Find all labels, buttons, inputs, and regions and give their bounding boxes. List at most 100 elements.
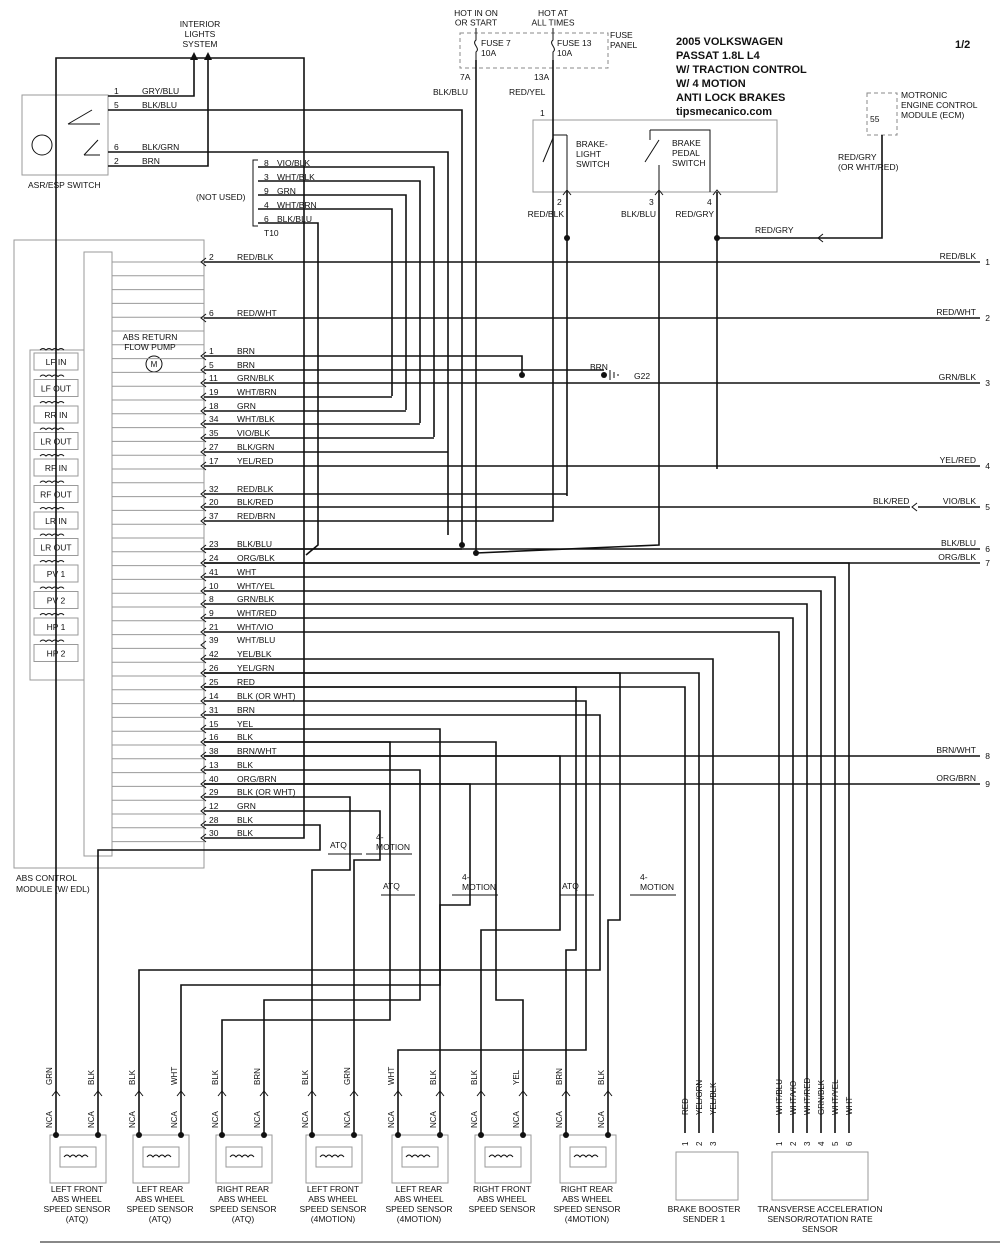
sensor-wire-color: WHT [170, 1067, 179, 1085]
valve-coil-icon [39, 586, 65, 590]
sensor-wire-color: BLK [211, 1069, 220, 1085]
booster-wire-color: RED [681, 1098, 690, 1115]
sensor-connector [93, 1090, 103, 1097]
valve-coil-icon [39, 401, 65, 404]
abs-pin-connector [200, 613, 207, 623]
interior-lights-label: SYSTEM [183, 39, 218, 49]
asr-wire-color: BLK/BLU [142, 100, 177, 110]
abs-pin-connector [200, 502, 207, 512]
wheel-speed-sensor-coil [569, 1146, 607, 1168]
abs-pin-connector [200, 765, 207, 775]
sensor-connector [349, 1090, 359, 1097]
header-title: W/ 4 MOTION [676, 78, 746, 90]
transverse-pin: 2 [789, 1141, 798, 1146]
abs-pin: 40 [209, 774, 219, 784]
wire-speed-sensor [97, 824, 321, 1133]
abs-module-label: MODULE (W/ EDL) [16, 884, 90, 894]
fuse-7-wire-label: BLK/BLU [433, 87, 468, 97]
abs-wire-color: WHT/BLU [237, 635, 275, 645]
abs-wire-color: BRN/WHT [237, 746, 277, 756]
right-ref-wire-color: ORG/BLK [938, 552, 976, 562]
sensor-coil-icon [488, 1154, 514, 1158]
sensor-terminal [563, 1132, 569, 1138]
transverse-wire-color: WHT/VIO [789, 1081, 798, 1115]
abs-wire-color: BLK [237, 828, 253, 838]
valve-label: LF IN [46, 357, 67, 367]
wire-transverse [204, 590, 822, 1133]
abs-pin: 29 [209, 787, 219, 797]
abs-pin: 14 [209, 691, 219, 701]
header-title: W/ TRACTION CONTROL [676, 64, 807, 76]
sensor-wire-color: BLK [301, 1069, 310, 1085]
abs-wire-color: ORG/BRN [237, 774, 277, 784]
abs-pin-connector [200, 654, 207, 664]
abs-wire-color: GRN/BLK [237, 594, 275, 604]
abs-module-label: ABS CONTROL [16, 873, 77, 883]
right-ref-wire-color: RED/WHT [936, 307, 976, 317]
abs-pin-connector [200, 696, 207, 706]
abs-wire-color: BRN [237, 705, 255, 715]
asr-wire-color: BLK/GRN [142, 142, 179, 152]
transverse-sensor-label: SENSOR [802, 1224, 838, 1234]
brake-light-switch-label: LIGHT [576, 149, 601, 159]
booster-pin: 1 [681, 1141, 690, 1146]
wheel-speed-sensor-label: SPEED SENSOR [553, 1204, 620, 1214]
abs-wire-color: BLK [237, 760, 253, 770]
transverse-wire-color: WHT/YEL [831, 1079, 840, 1115]
wheel-speed-sensor-label: RIGHT FRONT [473, 1184, 531, 1194]
abs-wire-color: BRN [237, 346, 255, 356]
abs-pin-connector [200, 544, 207, 554]
wheel-speed-sensor-box [391, 1134, 449, 1184]
ecm-label: MOTRONIC [901, 90, 947, 100]
wheel-speed-sensor-label: ABS WHEEL [52, 1194, 102, 1204]
wheel-speed-sensor-label: ABS WHEEL [394, 1194, 444, 1204]
splice-blk-blu [473, 550, 479, 556]
abs-pin: 31 [209, 705, 219, 715]
wheel-speed-sensor-label: LEFT REAR [396, 1184, 443, 1194]
fuse-13-label: FUSE 13 [557, 38, 592, 48]
valve-label: LF OUT [41, 384, 71, 394]
abs-module-outline [13, 239, 205, 869]
wheel-speed-sensor-label: SPEED SENSOR [43, 1204, 110, 1214]
fuse-panel-label: FUSE [610, 30, 633, 40]
wheel-speed-sensor-box [305, 1134, 363, 1184]
valve-coil-icon [39, 560, 65, 563]
sensor-terminal [261, 1132, 267, 1138]
sensor-connector-label: NCA [343, 1110, 352, 1128]
abs-pin-connector [200, 599, 207, 609]
transverse-wire-color: WHT [845, 1097, 854, 1115]
abs-pin-connector [200, 779, 207, 789]
wheel-speed-sensor-box [559, 1134, 617, 1184]
valve-coil-icon [39, 533, 65, 537]
hot-in-run-label: OR START [455, 18, 497, 28]
abs-pin: 41 [209, 567, 219, 577]
valve-coil-icon [39, 507, 65, 510]
wheel-speed-sensor-label: LEFT REAR [137, 1184, 184, 1194]
abs-pin: 12 [209, 801, 219, 811]
t10-bracket [252, 159, 258, 227]
brake-light-switch-label: SWITCH [576, 159, 610, 169]
abs-wire-color: GRN [237, 801, 256, 811]
brake-light-switch-label: BRAKE- [576, 139, 608, 149]
wheel-speed-sensor-label: (ATQ) [232, 1214, 255, 1224]
wheel-speed-sensor-label: (4MOTION) [565, 1214, 610, 1224]
asr-switch-label: ASR/ESP SWITCH [28, 180, 101, 190]
wire-vio-blk [258, 166, 435, 437]
abs-pin: 19 [209, 387, 219, 397]
abs-pin: 38 [209, 746, 219, 756]
transverse-wire-color: WHT/RED [803, 1077, 812, 1115]
sensor-wire-color: BLK [429, 1069, 438, 1085]
wheel-speed-sensor-label: ABS WHEEL [308, 1194, 358, 1204]
brake-pedal-switch-label: BRAKE [672, 138, 701, 148]
sensor-wire-color: BLK [470, 1069, 479, 1085]
switch-lamp-icon [31, 134, 53, 156]
abs-pin-connector [200, 737, 207, 747]
right-ref-wire-color: ORG/BRN [936, 773, 976, 783]
not-used-label: (NOT USED) [196, 192, 246, 202]
wire-transverse [204, 631, 780, 1133]
abs-pin: 5 [209, 360, 214, 370]
fuse-13-terminal: 13A [534, 72, 549, 82]
right-ref-wire-color: BLK/BLU [941, 538, 976, 548]
abs-wire-color: BLK/RED [237, 497, 273, 507]
right-ref-wire-color: BRN/WHT [936, 745, 976, 755]
